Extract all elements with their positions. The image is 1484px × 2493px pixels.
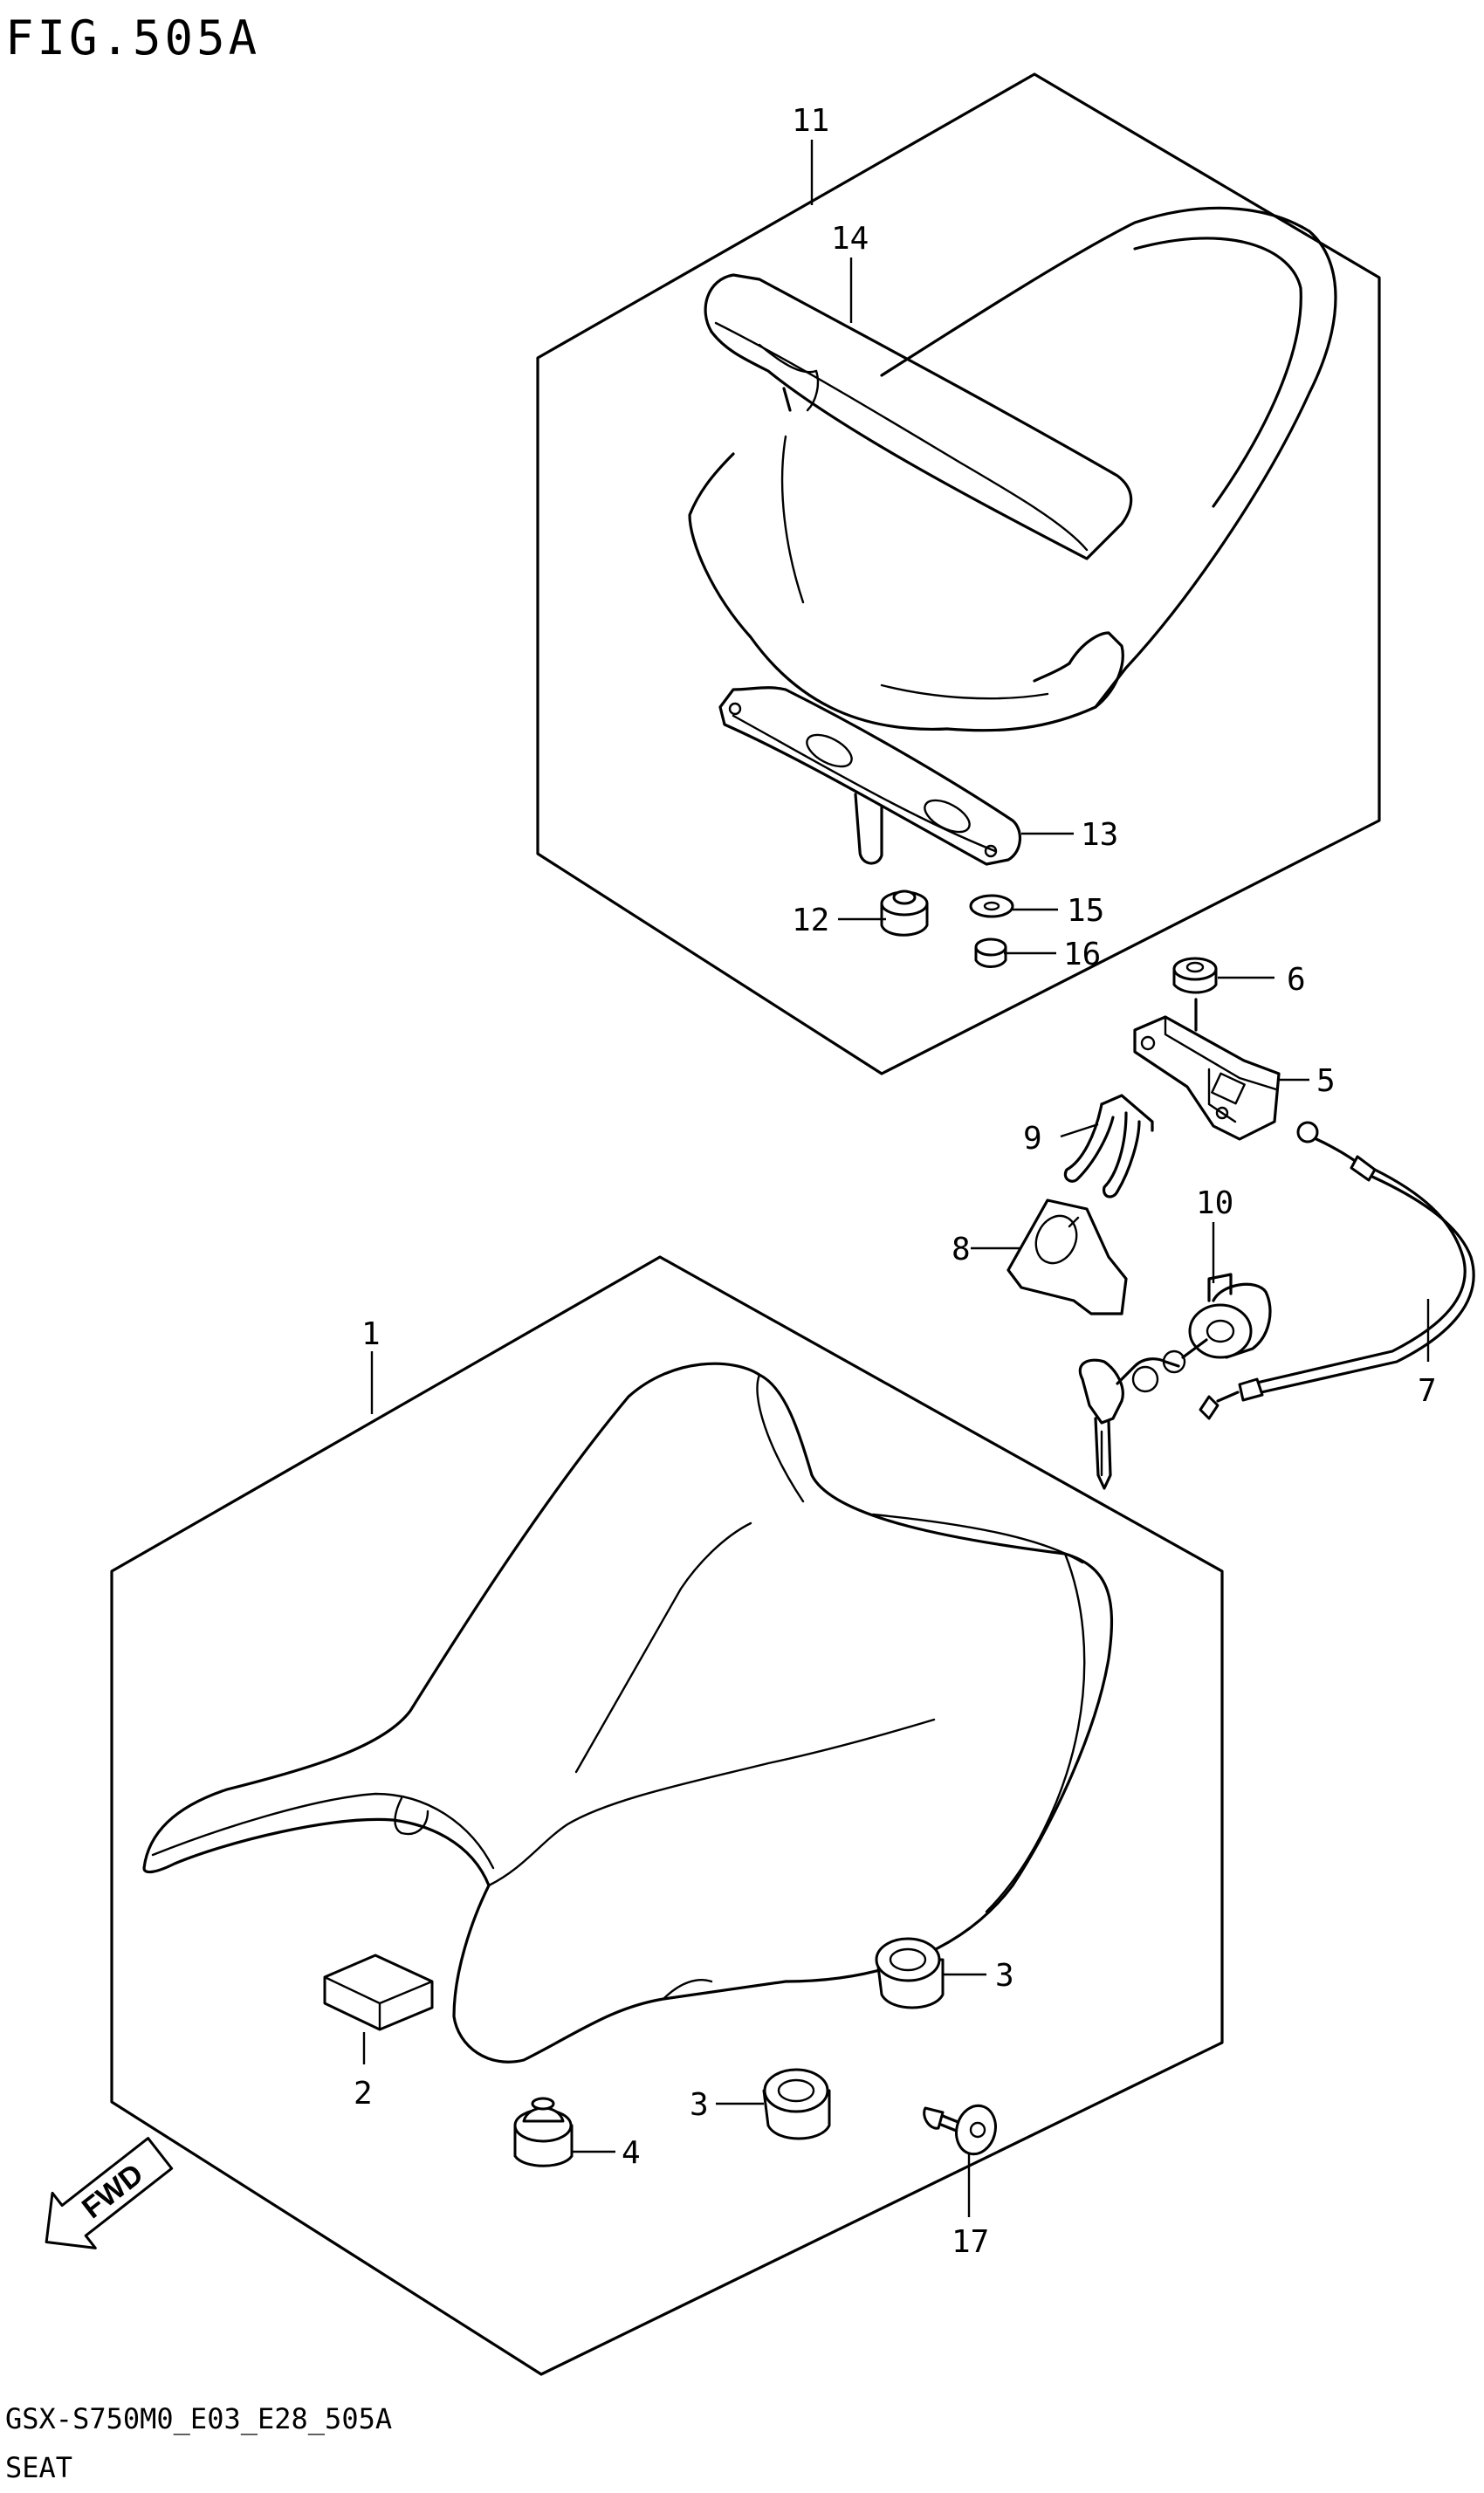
bumper-pad-2 (323, 1954, 434, 2031)
callout-14: 14 (831, 221, 869, 257)
rubber-cushion-12 (880, 889, 929, 937)
callout-12: 12 (792, 903, 829, 938)
rear-seat-cushion (688, 206, 1337, 732)
clip-9 (1063, 1094, 1154, 1198)
seat-bracket (718, 686, 1021, 866)
cushion-3a (875, 1937, 945, 2009)
callout-9: 9 (1023, 1121, 1042, 1157)
leader-lines (362, 140, 1430, 2217)
front-seat-group-outline (110, 1255, 1224, 2376)
seat-lock-nut-6 (1172, 957, 1218, 994)
key-cylinder-10 (1188, 1273, 1272, 1359)
seat-lock-cable-7 (1199, 1121, 1475, 1420)
footer-name: SEAT (5, 2451, 72, 2484)
fwd-arrow-icon: FWD (45, 2137, 174, 2249)
seat-lock-5 (1133, 998, 1281, 1141)
callout-3a: 3 (995, 1958, 1014, 1994)
cushion-4 (513, 2097, 574, 2167)
callout-6: 6 (1287, 962, 1306, 998)
cushion-3b (762, 2068, 831, 2140)
callout-15: 15 (1067, 893, 1104, 929)
footer-code: GSX-S750M0_E03_E28_505A (5, 2402, 392, 2435)
rear-seat-assembly (536, 72, 1381, 1075)
ignition-key (1078, 1338, 1208, 1490)
callout-1: 1 (361, 1316, 381, 1352)
callout-10: 10 (1196, 1185, 1233, 1221)
callout-3b: 3 (690, 2087, 709, 2123)
callout-2: 2 (354, 2076, 373, 2112)
callout-11: 11 (792, 103, 829, 139)
callouts: 11 14 13 12 15 16 6 5 9 10 8 7 1 2 3 3 4… (354, 103, 1437, 2260)
washer-15 (969, 894, 1014, 918)
callout-7: 7 (1418, 1373, 1437, 1409)
plate-8 (1007, 1198, 1128, 1315)
callout-13: 13 (1081, 817, 1118, 853)
callout-8: 8 (952, 1232, 971, 1267)
front-seat-cushion (142, 1362, 1114, 2064)
callout-17: 17 (952, 2224, 989, 2260)
rear-seat-group-outline (536, 72, 1381, 1075)
grab-strap (704, 273, 1133, 560)
nut-16 (974, 937, 1007, 968)
callout-5: 5 (1316, 1063, 1336, 1099)
callout-16: 16 (1063, 937, 1101, 972)
front-seat-assembly (110, 1255, 1224, 2376)
figure-title: FIG.505A (5, 10, 260, 65)
callout-4: 4 (622, 2135, 641, 2171)
bolt-17 (923, 2104, 997, 2156)
